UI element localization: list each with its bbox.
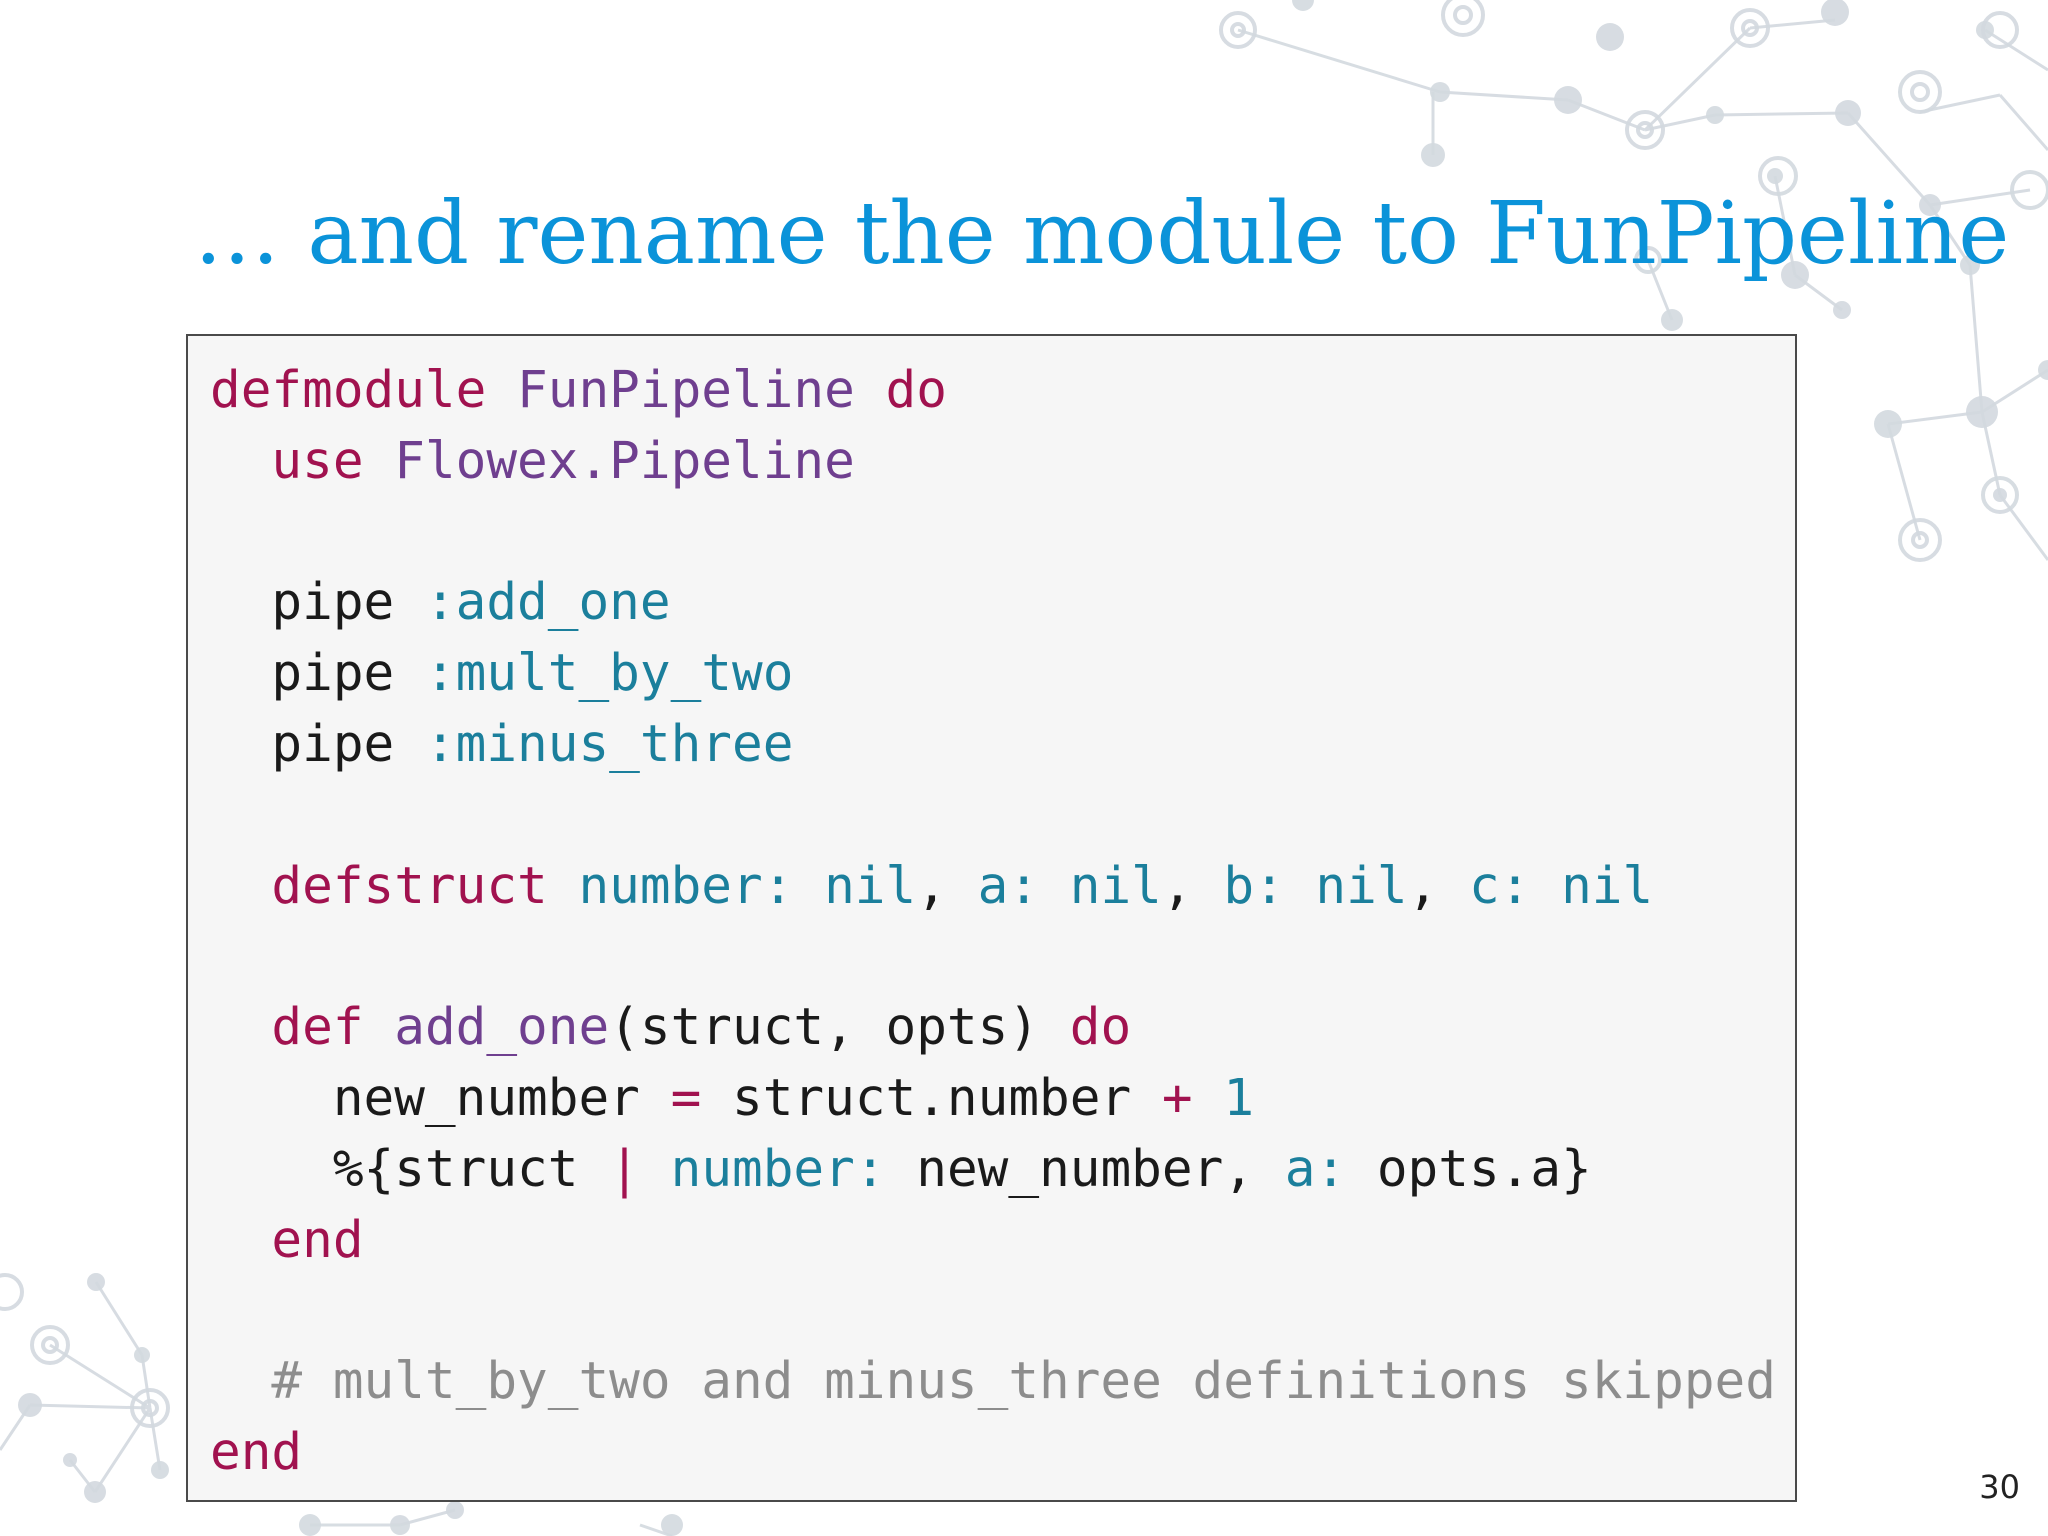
- code-line: use Flowex.Pipeline: [210, 427, 1795, 498]
- elixir-code: defmodule FunPipeline do use Flowex.Pipe…: [188, 336, 1795, 1489]
- code-token: ,: [1161, 856, 1224, 916]
- code-token: number:: [670, 1139, 886, 1199]
- code-line: end: [210, 1418, 1795, 1489]
- code-token: opts.a}: [1346, 1139, 1592, 1199]
- code-token: do: [854, 361, 947, 420]
- code-token: pipe: [210, 573, 425, 633]
- code-token: pipe: [210, 644, 425, 704]
- code-token: c: nil: [1468, 856, 1654, 916]
- code-token: (struct, opts): [609, 998, 1070, 1058]
- code-line: [210, 498, 1795, 569]
- code-token: number: nil: [578, 856, 917, 916]
- code-token: [640, 1140, 671, 1199]
- code-block: defmodule FunPipeline do use Flowex.Pipe…: [186, 334, 1797, 1502]
- code-token: ,: [1407, 856, 1469, 916]
- code-token: new_number,: [885, 1139, 1285, 1199]
- code-token: do: [1069, 998, 1132, 1058]
- code-line: [210, 922, 1795, 993]
- code-token: %{struct: [210, 1139, 610, 1199]
- code-token: =: [670, 1068, 702, 1128]
- code-token: [1193, 1069, 1224, 1128]
- code-token: ,: [916, 856, 978, 916]
- code-token: struct.number: [701, 1068, 1162, 1128]
- code-line: defmodule FunPipeline do: [210, 356, 1795, 427]
- code-token: end: [210, 1422, 303, 1482]
- code-token: :minus_three: [424, 714, 794, 774]
- code-token: :mult_by_two: [424, 644, 794, 704]
- code-token: defstruct: [210, 856, 579, 916]
- slide-title: … and rename the module to FunPipeline: [194, 184, 2010, 284]
- code-line: end: [210, 1206, 1795, 1277]
- code-token: end: [210, 1210, 364, 1270]
- code-line: pipe :mult_by_two: [210, 639, 1795, 710]
- code-line: pipe :minus_three: [210, 710, 1795, 781]
- code-line: def add_one(struct, opts) do: [210, 993, 1795, 1064]
- code-token: # mult_by_two and minus_three definition…: [210, 1352, 1776, 1412]
- code-token: new_number: [210, 1068, 671, 1128]
- code-token: a:: [1284, 1139, 1347, 1199]
- code-token: :add_one: [424, 573, 671, 633]
- code-token: defmodule: [210, 361, 518, 420]
- code-line: # mult_by_two and minus_three definition…: [210, 1347, 1795, 1418]
- code-token: +: [1161, 1068, 1193, 1128]
- code-line: pipe :add_one: [210, 568, 1795, 639]
- code-token: Flowex.Pipeline: [394, 431, 855, 491]
- code-token: add_one: [394, 998, 610, 1058]
- code-token: a: nil: [977, 856, 1162, 916]
- code-token: def: [210, 998, 395, 1058]
- code-line: defstruct number: nil, a: nil, b: nil, c…: [210, 852, 1795, 923]
- code-line: [210, 1276, 1795, 1347]
- code-line: [210, 781, 1795, 852]
- code-line: %{struct | number: new_number, a: opts.a…: [210, 1135, 1795, 1206]
- code-token: pipe: [210, 714, 425, 774]
- code-line: new_number = struct.number + 1: [210, 1064, 1795, 1135]
- code-token: |: [609, 1139, 640, 1199]
- code-token: 1: [1223, 1068, 1255, 1128]
- code-token: FunPipeline: [517, 361, 855, 420]
- code-token: b: nil: [1223, 856, 1408, 916]
- code-token: use: [210, 431, 395, 491]
- page-number: 30: [1979, 1468, 2020, 1506]
